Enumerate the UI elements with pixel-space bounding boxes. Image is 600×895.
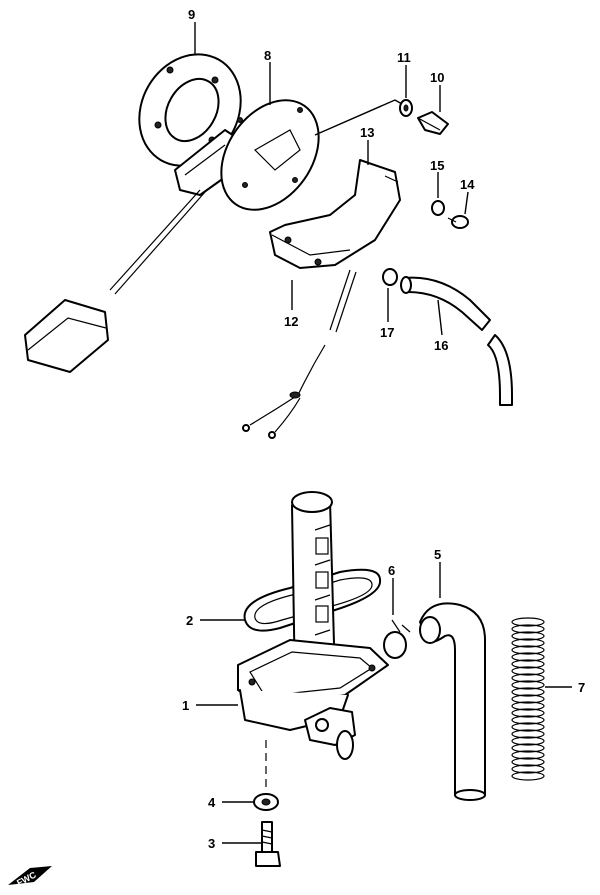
part-10-bolt	[417, 111, 449, 135]
callout-4: 4	[208, 795, 216, 810]
spring-coil	[511, 680, 545, 690]
spring-coil	[511, 757, 545, 767]
part-8-plate	[220, 99, 320, 211]
spring-coil	[511, 659, 545, 669]
part-16-hose	[400, 276, 513, 406]
callout-3: 3	[208, 836, 215, 851]
spring-coil	[511, 631, 545, 641]
callout-6: 6	[388, 563, 395, 578]
spring-coil	[511, 624, 545, 634]
part-15-washer	[431, 200, 445, 216]
part-7-spring	[511, 617, 545, 781]
callout-14: 14	[460, 177, 475, 192]
part-4-washer	[253, 793, 279, 811]
callout-10: 10	[430, 70, 444, 85]
part-14-screw	[447, 215, 469, 229]
part-17-clip	[382, 268, 398, 286]
fuel-gauge-unit	[24, 129, 241, 373]
part-13-cover	[269, 159, 401, 269]
spring-coil	[511, 694, 545, 704]
callout-8: 8	[264, 48, 271, 63]
spring-coil	[511, 701, 545, 711]
spring-coil	[511, 722, 545, 732]
part-6-clip	[383, 619, 411, 659]
part-9-gasket	[138, 53, 242, 167]
callout-13: 13	[360, 125, 374, 140]
spring-coil	[511, 638, 545, 648]
callout-1: 1	[182, 698, 189, 713]
spring-coil	[511, 750, 545, 760]
spring-coil	[511, 652, 545, 662]
spring-coil	[511, 708, 545, 718]
spring-coil	[511, 764, 545, 774]
spring-coil	[511, 743, 545, 753]
callout-11: 11	[397, 50, 411, 65]
spring-coil	[511, 736, 545, 746]
spring-coil	[511, 687, 545, 697]
spring-coil	[511, 617, 545, 627]
callout-5: 5	[434, 547, 441, 562]
spring-coil	[511, 729, 545, 739]
spring-coil	[511, 771, 545, 781]
spring-coil	[511, 666, 545, 676]
spring-coil	[511, 673, 545, 683]
callout-16: 16	[434, 338, 448, 353]
part-5-hose	[419, 602, 486, 801]
callout-2: 2	[186, 613, 193, 628]
callout-7: 7	[578, 680, 585, 695]
part-11-washer	[399, 99, 413, 117]
callout-15: 15	[430, 158, 444, 173]
callout-12: 12	[284, 314, 298, 329]
spring-coil	[511, 645, 545, 655]
part-3-bolt	[255, 821, 281, 867]
fwc-logo: FWC	[8, 866, 52, 888]
callout-17: 17	[380, 325, 394, 340]
callout-9: 9	[188, 7, 195, 22]
wire-lead	[242, 269, 357, 439]
spring-coil	[511, 715, 545, 725]
part-1-fuel-valve	[237, 491, 389, 760]
